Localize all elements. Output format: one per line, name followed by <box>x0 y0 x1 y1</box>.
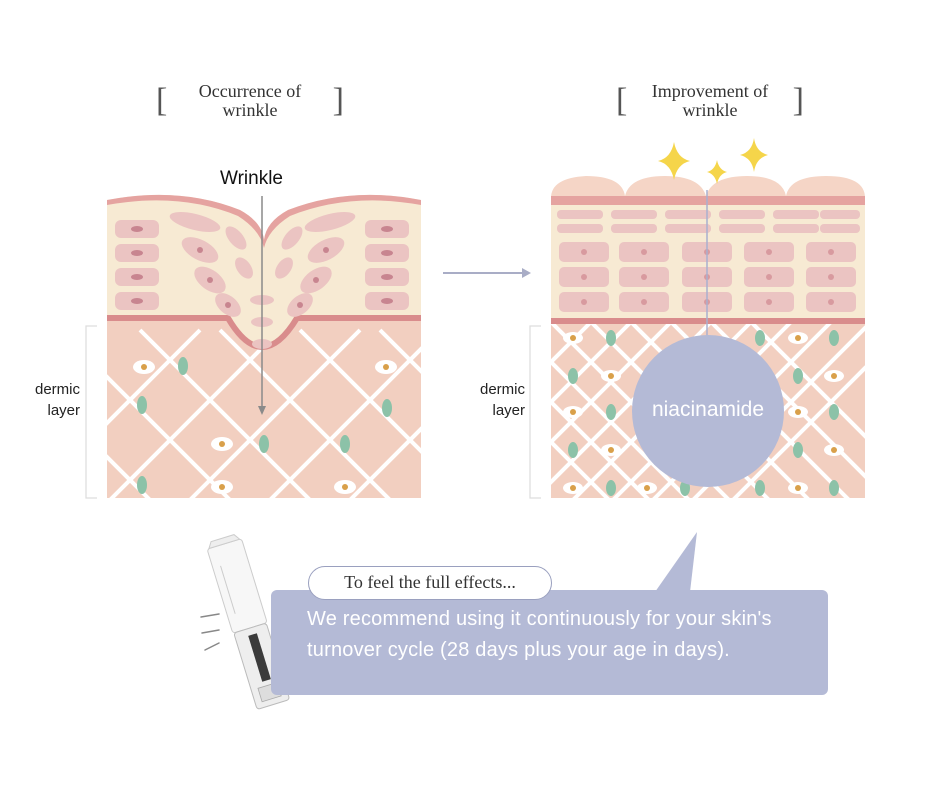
right-stratum-corneum <box>551 196 865 205</box>
callout-bubble <box>271 590 828 695</box>
right-fibroblasts <box>563 332 844 494</box>
left-fibroblasts <box>133 360 397 494</box>
niacinamide-label: niacinamide <box>651 398 765 421</box>
left-stratum-corneum <box>107 194 421 248</box>
right-title-line1: Improvement of <box>651 81 769 101</box>
left-dermic-layer-label: dermic layer <box>20 379 80 421</box>
niacinamide-circle <box>632 335 784 487</box>
right-panel-title: [ Improvement of wrinkle ] <box>616 81 804 120</box>
callout-heading: To feel the full effects... <box>308 566 552 600</box>
right-title-line2: wrinkle <box>682 100 738 120</box>
transition-arrow-icon <box>443 268 531 278</box>
sparkle-icon <box>658 138 768 184</box>
left-fiber-lattice <box>107 328 421 498</box>
right-dermic-layer-label: dermic layer <box>465 379 525 421</box>
left-title-line1: Occurrence of <box>198 81 302 101</box>
left-cell-nuclei <box>131 226 393 308</box>
left-dermic-label-line2: layer <box>47 402 80 419</box>
wrinkle-depth-arrow <box>258 196 266 415</box>
right-skin-surface <box>551 176 865 198</box>
left-panel-title: [ Occurrence of wrinkle ] <box>156 81 344 120</box>
bracket-left-icon: [ <box>156 82 168 119</box>
right-basement-membrane <box>551 318 865 324</box>
left-skin-section <box>85 194 421 499</box>
wrinkle-label: Wrinkle <box>220 168 283 189</box>
bracket-right-icon: ] <box>332 82 344 119</box>
right-dermic-label-line1: dermic <box>479 381 525 398</box>
callout-body: We recommend using it continuously for y… <box>307 608 772 661</box>
bracket-left-icon: [ <box>616 82 628 119</box>
right-dermis-bracket <box>529 325 541 499</box>
right-skin-section <box>529 138 865 499</box>
bracket-right-icon: ] <box>792 82 804 119</box>
left-epidermis <box>107 194 421 345</box>
left-fiber-nodes <box>137 357 392 494</box>
right-cell-nuclei <box>581 249 834 305</box>
right-fiber-nodes <box>568 330 839 496</box>
left-dermic-label-line1: dermic <box>34 381 80 398</box>
left-dermis-bracket <box>85 325 97 499</box>
callout-tail <box>655 532 697 592</box>
right-dermic-label-line2: layer <box>492 402 525 419</box>
motion-lines-icon <box>200 613 220 651</box>
left-title-line2: wrinkle <box>222 100 278 120</box>
